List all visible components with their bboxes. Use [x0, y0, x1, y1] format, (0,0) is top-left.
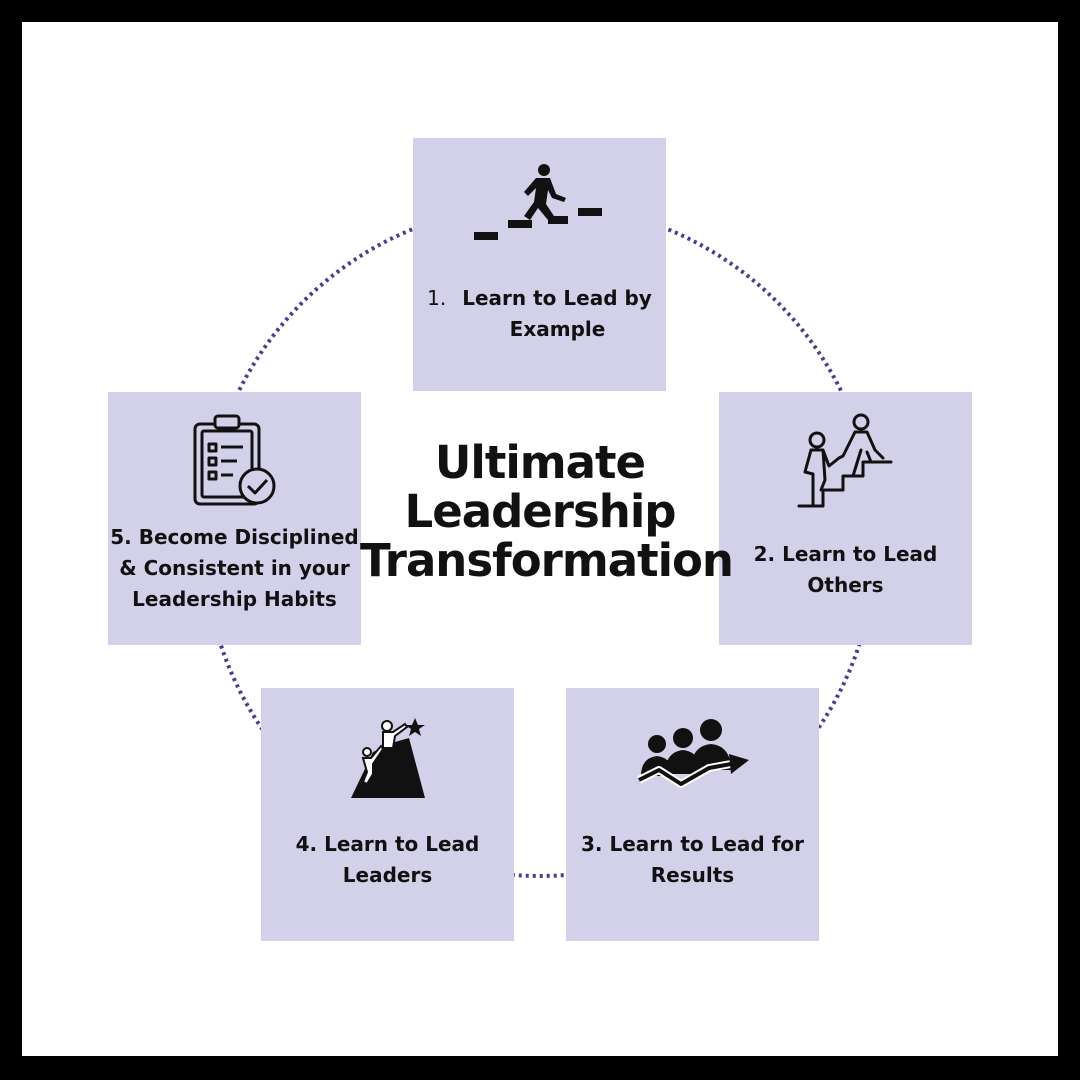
step-card-2: 2. Learn to Lead Others: [719, 392, 972, 645]
title-line-3: Transformation: [360, 534, 734, 587]
step-card-4: 4. Learn to Lead Leaders: [261, 688, 514, 941]
step-1-number: 1.: [427, 286, 447, 310]
team-growth-arrow-icon: [566, 718, 819, 788]
step-2-label: 2. Learn to Lead Others: [719, 539, 972, 601]
step-card-5: 5. Become Disciplined & Consistent in yo…: [108, 392, 361, 645]
step-2-line-1: 2. Learn to Lead: [753, 542, 938, 566]
helping-hand-climb-icon: [719, 410, 972, 510]
step-3-line-2: Results: [650, 863, 735, 887]
step-card-1: 1. Learn to Lead by Example: [413, 138, 666, 391]
step-5-line-3: Leadership Habits: [132, 587, 337, 611]
step-3-label: 3. Learn to Lead for Results: [566, 829, 819, 891]
step-4-line-2: Leaders: [342, 863, 433, 887]
step-1-label: 1. Learn to Lead by Example: [413, 283, 666, 345]
step-2-line-2: Others: [807, 573, 884, 597]
step-5-label: 5. Become Disciplined & Consistent in yo…: [108, 522, 361, 615]
step-1-line-1: Learn to Lead by: [462, 286, 652, 310]
step-5-line-1: 5. Become Disciplined: [110, 525, 359, 549]
step-3-line-1: 3. Learn to Lead for: [581, 832, 804, 856]
title-line-1: Ultimate: [434, 436, 646, 489]
stairs-climbing-icon: [413, 160, 666, 250]
diagram-title: Ultimate Leadership Transformation: [360, 436, 734, 587]
step-4-line-1: 4. Learn to Lead: [295, 832, 480, 856]
mountain-climb-star-icon: [261, 712, 514, 802]
clipboard-check-icon: [108, 410, 361, 510]
step-card-3: 3. Learn to Lead for Results: [566, 688, 819, 941]
step-1-line-2: Example: [509, 317, 606, 341]
step-5-line-2: & Consistent in your: [119, 556, 350, 580]
title-line-2: Leadership: [404, 485, 677, 538]
step-4-label: 4. Learn to Lead Leaders: [261, 829, 514, 891]
